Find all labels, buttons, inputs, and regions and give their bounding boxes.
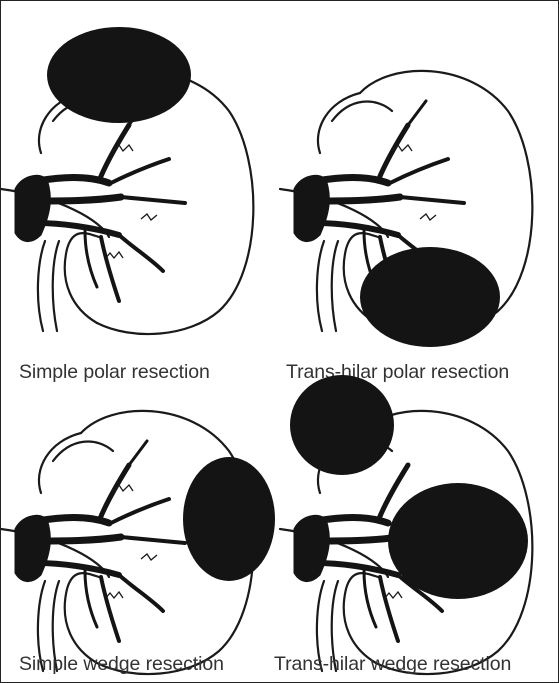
calyx-detail [105, 485, 157, 599]
tumor-mass-central [388, 483, 528, 599]
panel-caption: Trans-hilar wedge resection [274, 653, 511, 676]
panel-caption: Simple wedge resection [19, 653, 224, 676]
tumor-mass [183, 457, 275, 581]
tumor-mass [47, 27, 191, 123]
kidney-illustration [1, 341, 280, 681]
tumor-mass-upper [290, 375, 394, 475]
kidney-illustration [280, 341, 559, 681]
calyx-detail [392, 145, 436, 220]
panel-trans-hilar-polar-resection: Trans-hilar polar resection [280, 1, 559, 341]
panel-simple-wedge-resection: Simple wedge resection [1, 341, 280, 681]
tumor-mass [360, 247, 500, 347]
panel-simple-polar-resection: Simple polar resection [1, 1, 280, 341]
panel-trans-hilar-wedge-resection: Trans-hilar wedge resection [280, 341, 559, 681]
kidney-illustration [1, 1, 280, 341]
kidney-illustration [280, 1, 559, 341]
calyx-detail [105, 145, 157, 259]
